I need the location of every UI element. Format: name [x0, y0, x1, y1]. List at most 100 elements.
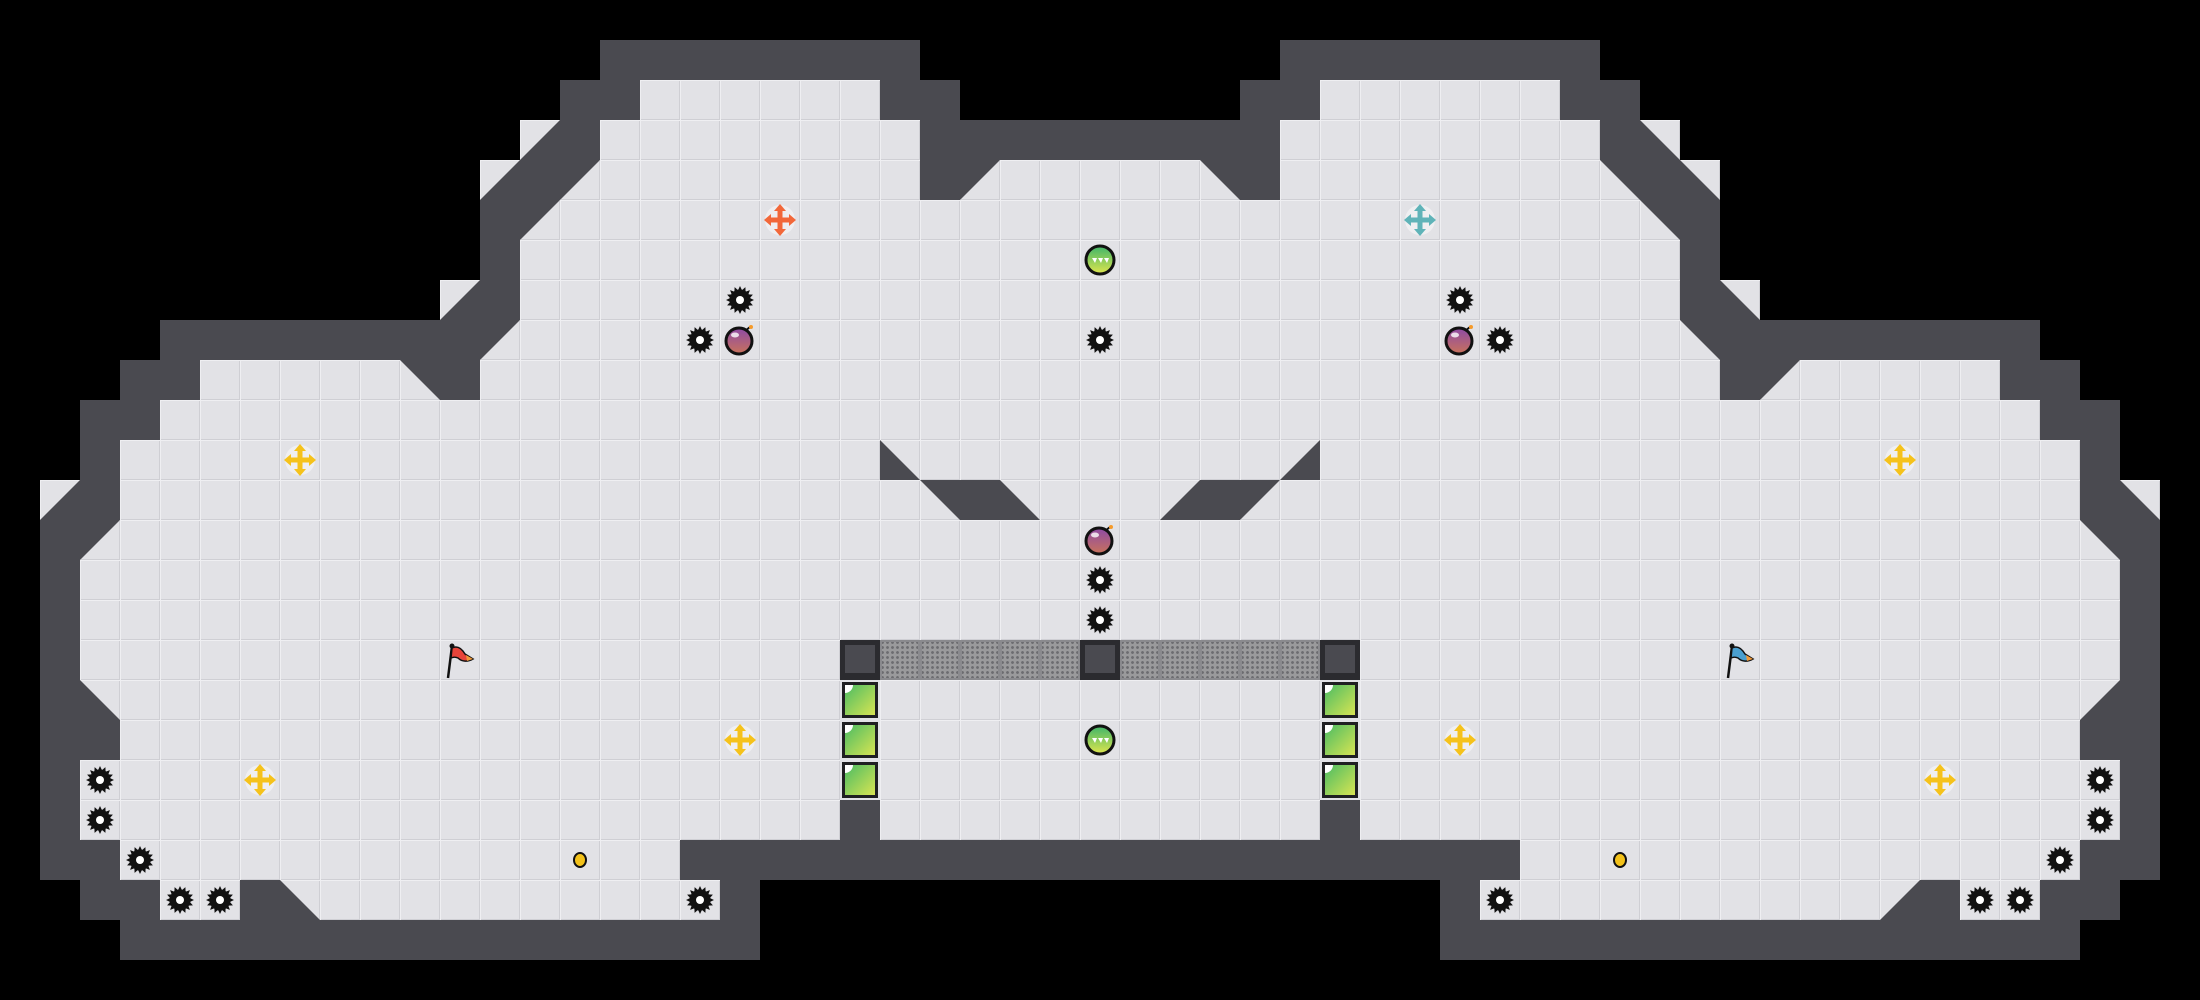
floor-tile: [1760, 840, 1800, 880]
floor-tile: [1040, 240, 1080, 280]
floor-tile: [1040, 160, 1080, 200]
floor-tile: [1240, 360, 1280, 400]
floor-tile: [80, 560, 120, 600]
floor-tile: [1840, 520, 1880, 560]
floor-tile: [760, 320, 800, 360]
floor-tile: [200, 680, 240, 720]
floor-tile: [160, 840, 200, 880]
spike-icon: [200, 880, 240, 920]
floor-tile: [1520, 880, 1560, 920]
floor-tile: [960, 440, 1000, 480]
blue-flag-icon: [1720, 640, 1760, 680]
floor-tile: [560, 560, 600, 600]
floor-tile: [1840, 720, 1880, 760]
floor-tile: [600, 800, 640, 840]
floor-tile: [1360, 120, 1400, 160]
floor-tile: [800, 80, 840, 120]
floor-tile: [1320, 480, 1360, 520]
floor-tile: [1280, 600, 1320, 640]
floor-tile: [1640, 640, 1680, 680]
wall-tile: [120, 360, 160, 400]
floor-tile: [1560, 800, 1600, 840]
wall-tile: [1320, 840, 1360, 880]
wall-tile: [2120, 720, 2160, 760]
wall-tile: [920, 80, 960, 120]
wall-tile: [1360, 40, 1400, 80]
floor-tile: [1120, 600, 1160, 640]
wall-tile: [1200, 120, 1240, 160]
floor-tile: [320, 760, 360, 800]
floor-tile: [1960, 560, 2000, 600]
floor-tile: [1640, 280, 1680, 320]
floor-tile: [280, 800, 320, 840]
floor-tile: [440, 760, 480, 800]
floor-tile: [1600, 800, 1640, 840]
floor-tile: [680, 800, 720, 840]
floor-tile: [1880, 800, 1920, 840]
floor-tile: [1200, 240, 1240, 280]
floor-tile: [1800, 640, 1840, 680]
floor-tile: [920, 720, 960, 760]
floor-tile: [240, 440, 280, 480]
floor-tile: [400, 600, 440, 640]
floor-tile: [1880, 560, 1920, 600]
floor-tile: [1720, 480, 1760, 520]
wall-tile: [120, 400, 160, 440]
diagonal-wall-tile: [2080, 520, 2120, 560]
floor-tile: [1080, 480, 1120, 520]
floor-tile: [920, 760, 960, 800]
floor-tile: [360, 480, 400, 520]
floor-tile: [320, 720, 360, 760]
floor-tile: [1200, 760, 1240, 800]
neutral-boost-icon: [240, 760, 280, 800]
floor-tile: [880, 680, 920, 720]
wall-tile: [840, 40, 880, 80]
bomb-icon: [1440, 320, 1480, 360]
floor-tile: [1960, 680, 2000, 720]
floor-tile: [1240, 720, 1280, 760]
floor-tile: [1280, 400, 1320, 440]
floor-tile: [1000, 280, 1040, 320]
floor-tile: [480, 680, 520, 720]
floor-tile: [1360, 160, 1400, 200]
wall-tile: [120, 880, 160, 920]
wall-tile: [80, 440, 120, 480]
floor-tile: [1320, 160, 1360, 200]
floor-tile: [1400, 120, 1440, 160]
floor-tile: [1920, 400, 1960, 440]
floor-tile: [720, 360, 760, 400]
floor-tile: [1560, 200, 1600, 240]
wall-tile: [2040, 400, 2080, 440]
floor-tile: [520, 240, 560, 280]
floor-tile: [1520, 800, 1560, 840]
wall-tile: [1800, 920, 1840, 960]
wall-tile: [1600, 120, 1640, 160]
floor-tile: [1480, 200, 1520, 240]
floor-tile: [1000, 320, 1040, 360]
floor-tile: [600, 280, 640, 320]
floor-tile: [1560, 320, 1600, 360]
floor-tile: [1720, 400, 1760, 440]
diagonal-wall-tile: [2080, 680, 2120, 720]
diagonal-wall-tile: [1720, 280, 1760, 320]
wall-tile: [520, 920, 560, 960]
wall-tile: [440, 360, 480, 400]
red-flag-icon: [440, 640, 480, 680]
floor-tile: [800, 520, 840, 560]
floor-tile: [840, 520, 880, 560]
floor-tile: [1120, 160, 1160, 200]
wall-tile: [2080, 480, 2120, 520]
floor-tile: [1160, 520, 1200, 560]
floor-tile: [840, 480, 880, 520]
floor-tile: [560, 440, 600, 480]
floor-tile: [1880, 520, 1920, 560]
floor-tile: [1600, 520, 1640, 560]
wall-tile: [960, 840, 1000, 880]
floor-tile: [480, 640, 520, 680]
wall-tile: [1960, 320, 2000, 360]
floor-tile: [1760, 440, 1800, 480]
floor-tile: [640, 440, 680, 480]
floor-tile: [1800, 360, 1840, 400]
floor-tile: [1480, 600, 1520, 640]
spike-icon: [80, 760, 120, 800]
